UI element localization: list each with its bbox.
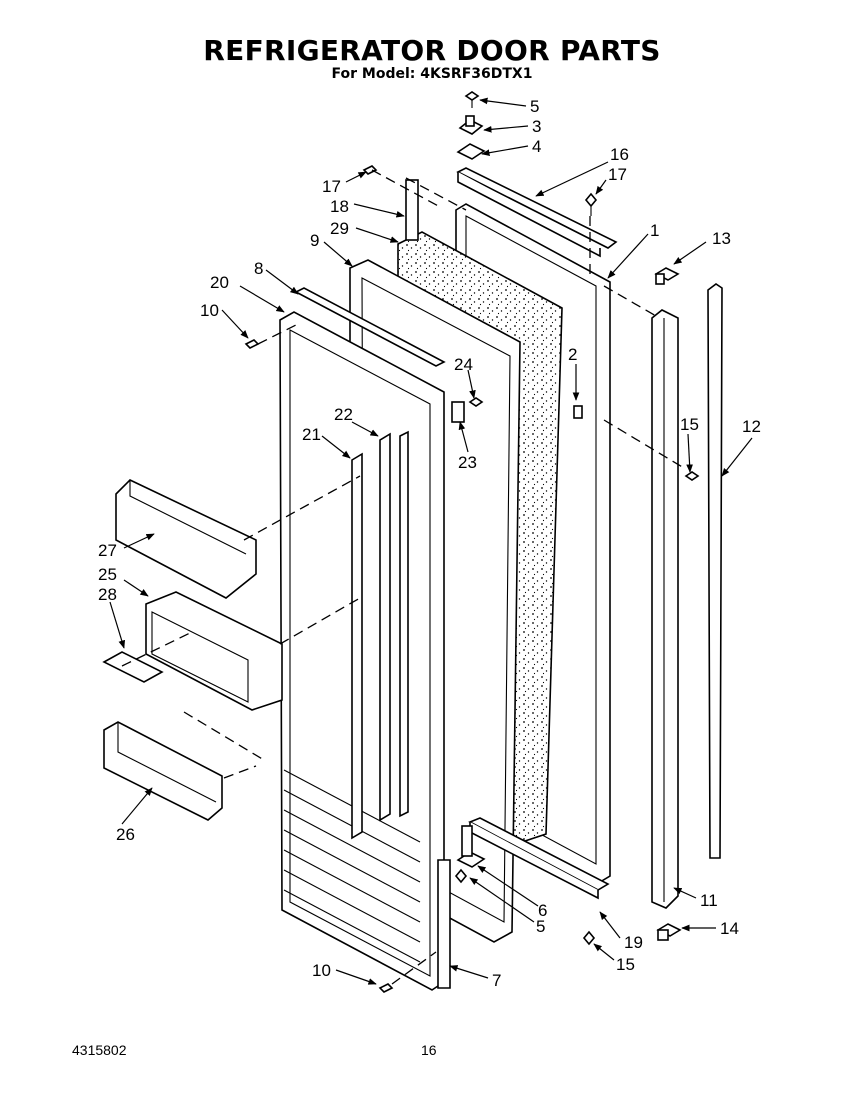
callout-9: 9	[310, 231, 319, 250]
callout-17-right: 17	[608, 165, 627, 184]
liner-trim-right	[379, 430, 409, 822]
callout-15-bottom: 15	[616, 955, 635, 974]
callout-18: 18	[330, 197, 349, 216]
screw-10-bottom	[378, 983, 394, 993]
callout-29: 29	[330, 219, 349, 238]
callout-21: 21	[302, 425, 321, 444]
bottom-door-channel	[468, 817, 610, 900]
door-shelf-bar	[103, 721, 223, 821]
top-hinge-pin-sleeve	[405, 179, 419, 241]
callout-20: 20	[210, 273, 229, 292]
callout-16: 16	[610, 145, 629, 164]
callout-23: 23	[458, 453, 477, 472]
page-title: REFRIGERATOR DOOR PARTS	[203, 34, 661, 67]
top-hinge-bushing	[458, 115, 484, 135]
callout-5-top: 5	[530, 97, 539, 116]
handle-clip	[573, 405, 583, 419]
callout-28: 28	[98, 585, 117, 604]
handle-cap-bottom	[656, 923, 682, 941]
dairy-door	[102, 651, 164, 683]
screw-17-right	[584, 192, 598, 216]
hinge-shaft	[437, 859, 451, 989]
screw-10-top	[244, 339, 260, 349]
callout-22: 22	[334, 405, 353, 424]
door-handle	[651, 309, 679, 909]
liner-trim-left	[351, 452, 363, 840]
screw-17-left	[362, 165, 378, 175]
screw-15-top	[684, 471, 700, 481]
callout-2: 2	[568, 345, 577, 364]
callout-14: 14	[720, 919, 739, 938]
handle-cap-top	[654, 267, 680, 285]
callout-27: 27	[98, 541, 117, 560]
callout-4: 4	[532, 137, 541, 156]
callout-7: 7	[492, 971, 501, 990]
door-stop	[451, 397, 484, 423]
top-hinge-screw	[464, 91, 480, 108]
callout-26: 26	[116, 825, 135, 844]
callout-10-bottom: 10	[312, 961, 331, 980]
handle-trim	[707, 283, 723, 859]
callout-25: 25	[98, 565, 117, 584]
callout-8: 8	[254, 259, 263, 278]
callout-10-top: 10	[200, 301, 219, 320]
callout-11: 11	[700, 891, 718, 910]
callout-17-left: 17	[322, 177, 341, 196]
callout-1: 1	[650, 221, 659, 240]
liner-top-trim	[294, 287, 446, 367]
callout-3: 3	[532, 117, 541, 136]
callout-13: 13	[712, 229, 731, 248]
model-subtitle: For Model: 4KSRF36DTX1	[331, 66, 533, 82]
callout-6: 6	[538, 901, 547, 920]
callout-12: 12	[742, 417, 761, 436]
dairy-compartment	[145, 591, 283, 711]
callout-24: 24	[454, 355, 473, 374]
hinge-shim	[456, 143, 486, 160]
footer-page-number: 16	[421, 1042, 437, 1058]
door-bin-shelf	[115, 479, 257, 599]
callout-5-bottom: 5	[536, 917, 545, 936]
callout-19: 19	[624, 933, 643, 952]
footer-part-number: 4315802	[72, 1042, 127, 1058]
top-door-channel	[456, 167, 618, 258]
bottom-hinge	[454, 825, 486, 884]
callout-15-top: 15	[680, 415, 699, 434]
screw-15-bottom	[582, 930, 596, 946]
